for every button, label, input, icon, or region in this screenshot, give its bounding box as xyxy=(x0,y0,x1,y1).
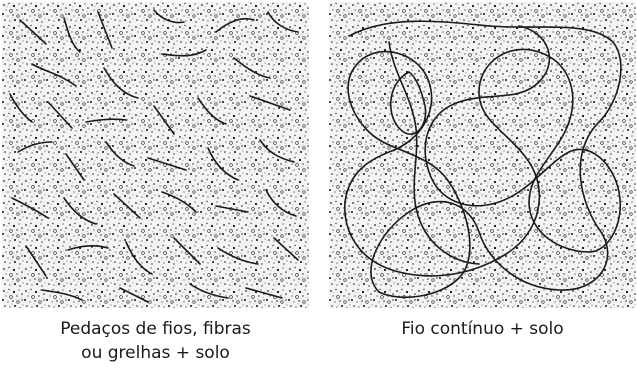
fiber-piece xyxy=(217,247,259,265)
fiber-piece xyxy=(161,191,197,213)
fiber-piece xyxy=(41,289,83,301)
fiber-piece xyxy=(259,139,295,163)
fiber-path-segment xyxy=(424,25,621,253)
fiber-piece xyxy=(113,193,141,219)
fiber-piece xyxy=(197,97,227,125)
left-caption-line2: ou grelhas + solo xyxy=(81,343,230,363)
fiber-path-segment xyxy=(344,48,590,277)
fiber-piece xyxy=(189,283,229,299)
right-caption-line1: Fio contínuo + solo xyxy=(401,319,564,339)
fiber-piece xyxy=(47,101,73,129)
fiber-piece xyxy=(63,17,81,53)
soil-texture xyxy=(2,2,309,308)
fiber-path-segment xyxy=(390,71,427,135)
soil-texture xyxy=(329,2,636,308)
fiber-piece xyxy=(63,197,97,225)
left-caption-line1: Pedaços de fios, fibras xyxy=(60,319,251,339)
fiber-piece xyxy=(265,189,297,217)
fiber-piece xyxy=(103,67,139,99)
fiber-piece xyxy=(173,237,201,265)
fiber-piece xyxy=(67,245,109,251)
fiber-piece xyxy=(267,11,299,33)
fiber-piece xyxy=(273,237,299,261)
soil-with-fiber-pieces-panel xyxy=(2,2,309,308)
fiber-piece xyxy=(119,287,149,303)
fiber-piece xyxy=(65,153,85,181)
fiber-piece xyxy=(215,17,255,33)
fiber-pieces xyxy=(9,9,299,303)
fiber-piece xyxy=(85,118,127,123)
fiber-piece xyxy=(153,9,185,24)
fiber-piece xyxy=(97,11,113,49)
fiber-piece xyxy=(249,95,291,111)
soil-with-continuous-fiber-panel xyxy=(329,2,636,308)
continuous-fiber xyxy=(344,20,622,298)
fiber-piece xyxy=(153,105,175,135)
fiber-piece xyxy=(25,245,47,277)
fiber-piece xyxy=(233,57,271,79)
fiber-piece xyxy=(245,287,283,299)
right-panel-caption: Fio contínuo + solo xyxy=(329,317,636,341)
fiber-path-segment xyxy=(388,41,480,265)
fiber-piece xyxy=(207,147,239,181)
fiber-piece xyxy=(147,157,187,171)
fiber-piece xyxy=(215,205,249,213)
fiber-piece xyxy=(9,93,33,123)
fiber-piece xyxy=(31,63,77,87)
fiber-path-segment xyxy=(344,20,622,298)
fiber-piece xyxy=(19,19,47,45)
left-panel-caption: Pedaços de fios, fibras ou grelhas + sol… xyxy=(2,317,309,365)
fiber-piece xyxy=(161,49,207,57)
fiber-piece xyxy=(105,141,135,167)
fiber-piece xyxy=(125,241,153,275)
fiber-piece xyxy=(11,197,49,219)
fiber-piece xyxy=(17,141,53,153)
